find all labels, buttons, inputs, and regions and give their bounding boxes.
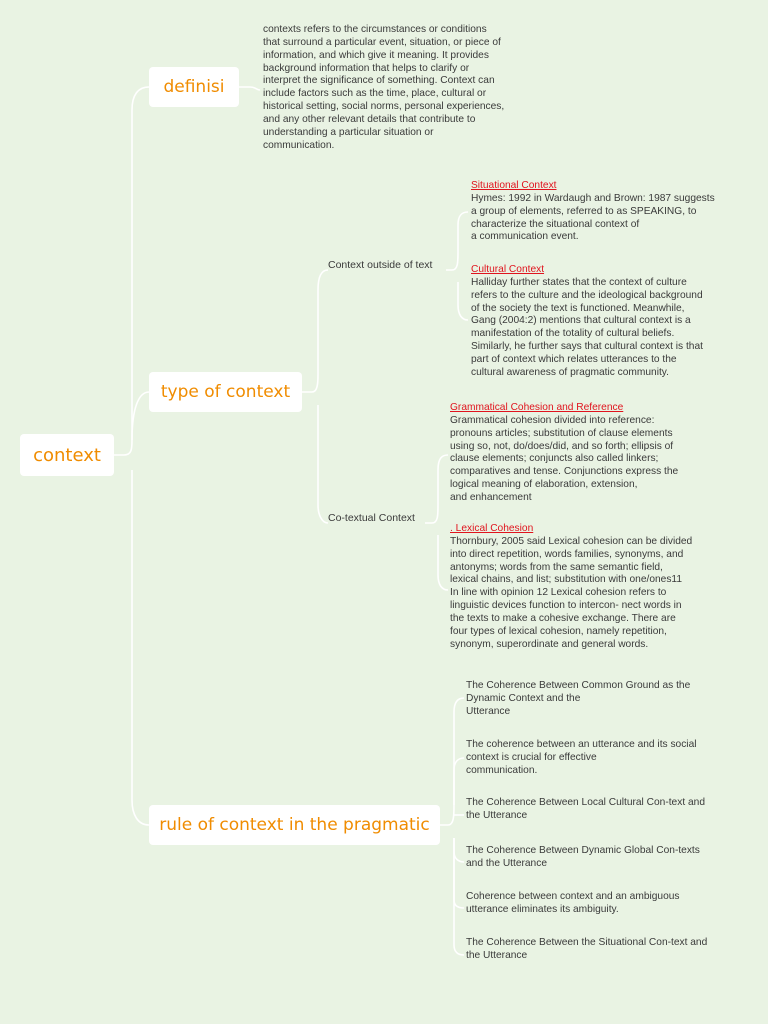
rule-item: The Coherence Between Local Cultural Con… bbox=[466, 797, 746, 823]
leaf-lexical-cohesion: . Lexical Cohesion Thornbury, 2005 said … bbox=[450, 523, 725, 651]
root-node-context[interactable]: context bbox=[20, 434, 114, 476]
grammatical-title[interactable]: Grammatical Cohesion and Reference bbox=[450, 402, 624, 413]
branch-type-label: type of context bbox=[160, 382, 291, 402]
rule-item-text: The coherence between an utterance and i… bbox=[466, 739, 697, 776]
rule-item: The Coherence Between Dynamic Global Con… bbox=[466, 845, 746, 871]
leaf-situational-context: Situational Context Hymes: 1992 in Warda… bbox=[471, 180, 746, 244]
cultural-body: Halliday further states that the context… bbox=[471, 276, 703, 378]
situational-title[interactable]: Situational Context bbox=[471, 180, 557, 191]
situational-body: Hymes: 1992 in Wardaugh and Brown: 1987 … bbox=[471, 192, 715, 243]
grammatical-body: Grammatical cohesion divided into refere… bbox=[450, 414, 679, 503]
branch-definisi[interactable]: definisi bbox=[149, 67, 239, 107]
branch-definisi-label: definisi bbox=[163, 77, 225, 97]
sub-cotextual-label: Co-textual Context bbox=[328, 512, 415, 524]
definisi-body: contexts refers to the circumstances or … bbox=[263, 24, 505, 151]
lexical-title[interactable]: . Lexical Cohesion bbox=[450, 523, 534, 534]
lexical-body: Thornbury, 2005 said Lexical cohesion ca… bbox=[450, 535, 693, 650]
rule-item: Coherence between context and an ambiguo… bbox=[466, 891, 746, 917]
sub-context-outside-of-text[interactable]: Context outside of text bbox=[328, 259, 432, 271]
leaf-cultural-context: Cultural Context Halliday further states… bbox=[471, 264, 746, 380]
leaf-grammatical-cohesion: Grammatical Cohesion and Reference Gramm… bbox=[450, 402, 725, 505]
sub-outside-label: Context outside of text bbox=[328, 259, 433, 271]
sub-co-textual-context[interactable]: Co-textual Context bbox=[328, 512, 415, 524]
rule-item-text: The Coherence Between Dynamic Global Con… bbox=[466, 845, 700, 869]
rule-item: The coherence between an utterance and i… bbox=[466, 739, 746, 778]
branch-rule-label: rule of context in the pragmatic bbox=[159, 815, 430, 835]
rule-item-text: Coherence between context and an ambiguo… bbox=[466, 891, 680, 915]
branch-rule-of-context[interactable]: rule of context in the pragmatic bbox=[149, 805, 440, 845]
branch-type-of-context[interactable]: type of context bbox=[149, 372, 302, 412]
definisi-text: contexts refers to the circumstances or … bbox=[263, 24, 553, 152]
cultural-title[interactable]: Cultural Context bbox=[471, 264, 545, 275]
rule-item: The Coherence Between the Situational Co… bbox=[466, 937, 746, 963]
root-label: context bbox=[33, 444, 101, 466]
rule-item-text: The Coherence Between Common Ground as t… bbox=[466, 680, 691, 717]
rule-item-text: The Coherence Between Local Cultural Con… bbox=[466, 797, 705, 821]
rule-item: The Coherence Between Common Ground as t… bbox=[466, 680, 746, 719]
rule-item-text: The Coherence Between the Situational Co… bbox=[466, 937, 708, 961]
